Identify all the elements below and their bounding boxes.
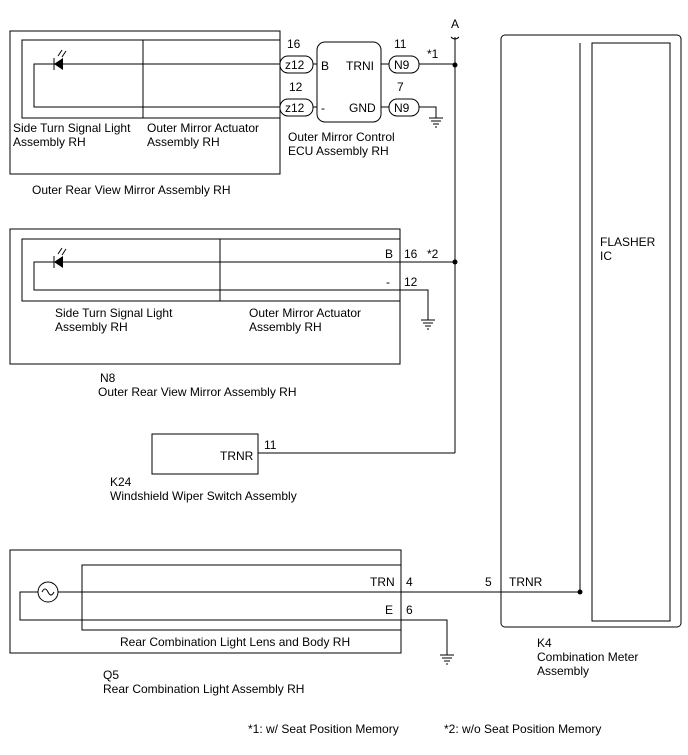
component-code: N8 [100, 371, 116, 385]
pin-number: 11 [394, 37, 407, 51]
pin-number: 11 [264, 438, 277, 452]
ecu-terminal: - [321, 101, 325, 115]
ecu-terminal: GND [349, 101, 376, 115]
actuator-label: Outer Mirror Actuator [147, 121, 259, 135]
rear-combination-light-assembly: TRN E Rear Combination Light Lens and Bo… [9, 549, 402, 696]
terminal-label: E [385, 603, 393, 617]
terminal-label: TRNR [509, 575, 543, 589]
pin-number: 12 [404, 275, 418, 289]
light-label: Assembly RH [55, 320, 128, 334]
ground-icon [440, 654, 454, 665]
pin-number: 12 [289, 80, 303, 94]
component-code: K4 [537, 636, 552, 650]
wiper-switch-assembly: TRNR 11 K24 Windshield Wiper Switch Asse… [110, 433, 297, 503]
flasher-ic-box [591, 42, 671, 622]
component-code: Q5 [103, 668, 119, 682]
note-ref: *1 [427, 47, 439, 61]
bus-a-break [450, 36, 460, 40]
terminal-label: TRN [370, 575, 395, 589]
mirror-control-ecu: B - TRNI GND Outer Mirror Control ECU As… [288, 41, 395, 158]
ground-icon [429, 117, 443, 128]
pin-number: 5 [485, 575, 492, 589]
pin-number: 6 [406, 603, 413, 617]
pin-number: 16 [404, 247, 418, 261]
light-label: Side Turn Signal Light [55, 306, 173, 320]
footnote: *2: w/o Seat Position Memory [444, 722, 601, 736]
ic-label: IC [600, 249, 612, 263]
terminal-label: TRNR [220, 449, 254, 463]
note-ref: *2 [427, 247, 439, 261]
actuator-label: Assembly RH [147, 135, 220, 149]
ground-icon [421, 319, 435, 330]
wiper-switch-box [151, 433, 259, 475]
mirror-inner-box [21, 238, 401, 302]
light-label: Side Turn Signal Light [13, 121, 131, 135]
junction-dot [452, 62, 458, 68]
mirror-title: Outer Rear View Mirror Assembly RH [32, 183, 231, 197]
mirror-assembly-without-memory: B - Side Turn Signal Light Assembly RH O… [9, 228, 401, 399]
mirror-inner-box [21, 39, 281, 119]
connector-label: z12 [285, 58, 305, 72]
component-title: Windshield Wiper Switch Assembly [110, 489, 297, 503]
component-code: K24 [110, 475, 132, 489]
combination-meter-assembly: FLASHER IC TRNR K4 Combination Meter Ass… [500, 34, 682, 678]
ecu-terminal: TRNI [346, 59, 374, 73]
terminal-label: B [385, 247, 393, 261]
pin-number: 16 [287, 37, 301, 51]
bus-label: A [451, 17, 459, 31]
led-icon [53, 247, 67, 268]
connector-label: N9 [394, 58, 410, 72]
ecu-box [316, 41, 382, 123]
connector-label: N9 [394, 101, 410, 115]
mirror-outer-box [9, 30, 281, 175]
rear-light-inner-box [81, 564, 402, 631]
component-title: Rear Combination Light Assembly RH [103, 682, 304, 696]
actuator-label: Assembly RH [249, 320, 322, 334]
terminal-label: - [386, 275, 390, 289]
ic-label: FLASHER [600, 235, 656, 249]
led-icon [53, 49, 67, 70]
footnote: *1: w/ Seat Position Memory [248, 722, 399, 736]
mirror-ground-wire [33, 63, 280, 108]
pin-number: 7 [397, 80, 404, 94]
light-label: Assembly RH [13, 135, 86, 149]
pin-number: 4 [406, 575, 413, 589]
meter-box [500, 34, 682, 628]
ecu-title: Outer Mirror Control [288, 130, 395, 144]
connector-label: z12 [285, 101, 305, 115]
ecu-terminal: B [321, 59, 329, 73]
component-title: Assembly [537, 664, 589, 678]
mirror-outer-box [9, 228, 401, 365]
ecu-title: ECU Assembly RH [288, 144, 389, 158]
mirror-title: Outer Rear View Mirror Assembly RH [98, 385, 297, 399]
rear-light-ground-wire [19, 591, 401, 621]
bulb-icon [37, 581, 59, 603]
mirror-assembly-with-memory: Side Turn Signal Light Assembly RH Outer… [9, 30, 281, 197]
component-title: Combination Meter [537, 650, 638, 664]
actuator-label: Outer Mirror Actuator [249, 306, 361, 320]
mirror-ground-wire [33, 261, 400, 291]
inner-label: Rear Combination Light Lens and Body RH [120, 635, 350, 649]
